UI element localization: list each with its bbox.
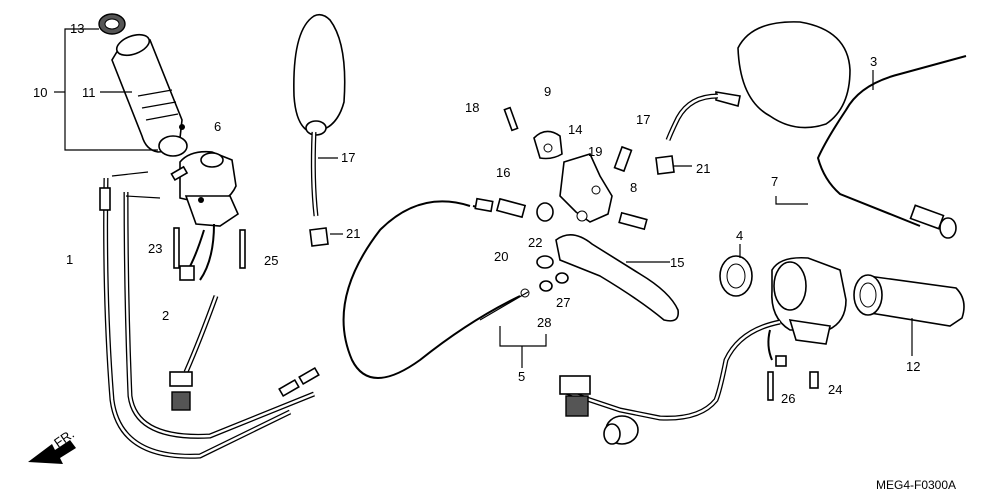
callout-20: 20 — [494, 249, 508, 264]
callout-6: 6 — [214, 119, 221, 134]
seal-4 — [719, 244, 753, 297]
left-mirror-stem-17 — [310, 131, 338, 217]
left-mirror-nut-21 — [309, 227, 343, 247]
callout-11: 11 — [82, 85, 96, 100]
callout-23: 23 — [148, 241, 162, 256]
callout-12: 12 — [906, 359, 920, 374]
left-grip-end-cap — [98, 13, 126, 35]
screw-26 — [767, 371, 774, 401]
screw-6 — [170, 165, 189, 182]
callout-15: 15 — [670, 255, 684, 270]
screw-24 — [809, 371, 819, 389]
callout-22: 22 — [528, 235, 542, 250]
callout-1: 1 — [66, 252, 73, 267]
left-grip — [111, 33, 188, 157]
callout-9: 9 — [544, 84, 551, 99]
callout-26: 26 — [781, 391, 795, 406]
callout-25: 25 — [264, 253, 278, 268]
callout-10: 10 — [33, 85, 47, 100]
diagram-code: MEG4-F0300A — [876, 478, 956, 492]
washer-20 — [536, 255, 554, 269]
callout-28: 28 — [537, 315, 551, 330]
screw-19 — [613, 145, 633, 173]
callout-19: 19 — [588, 144, 602, 159]
callout-14: 14 — [568, 122, 582, 137]
screw-23 — [173, 227, 180, 269]
callout-21-right: 21 — [696, 161, 710, 176]
right-mirror-stem-17 — [665, 93, 719, 141]
adjuster-16 — [495, 197, 527, 219]
callout-17-right: 17 — [636, 112, 650, 127]
callout-27: 27 — [556, 295, 570, 310]
left-mirror — [293, 13, 346, 136]
nut-27 — [539, 272, 569, 292]
front-direction-arrow — [28, 440, 76, 464]
callout-13: 13 — [70, 21, 84, 36]
clutch-lever-15 — [555, 234, 680, 322]
switch-8 — [618, 211, 648, 231]
leader-lines-5-28 — [499, 326, 547, 368]
callout-4: 4 — [736, 228, 743, 243]
callout-21-left: 21 — [346, 226, 360, 241]
right-switch-wire — [559, 319, 787, 445]
callout-18: 18 — [465, 100, 479, 115]
leader-line-7 — [775, 196, 808, 205]
right-mirror — [715, 21, 851, 129]
screw-25 — [239, 229, 246, 269]
clutch-holder-9 — [533, 130, 563, 160]
choke-cable-3 — [816, 55, 967, 239]
lever-bracket-14 — [559, 153, 613, 223]
left-switch-housing — [179, 150, 240, 281]
throttle-cable-1 — [99, 177, 292, 459]
callout-17-left: 17 — [341, 150, 355, 165]
clutch-cable — [342, 197, 530, 379]
leader-lines-10-11-13 — [54, 28, 158, 151]
callout-3: 3 — [870, 54, 877, 69]
bolt-18 — [503, 106, 519, 132]
right-switch-housing — [771, 256, 847, 345]
right-grip-12 — [853, 274, 965, 356]
callout-2: 2 — [162, 308, 169, 323]
callout-5: 5 — [518, 369, 525, 384]
throttle-cable-2 — [111, 171, 320, 439]
callout-7: 7 — [771, 174, 778, 189]
callout-16: 16 — [496, 165, 510, 180]
right-mirror-nut-21 — [655, 155, 692, 175]
callout-8: 8 — [630, 180, 637, 195]
nut-22 — [536, 202, 554, 222]
left-switch-wire — [169, 295, 219, 411]
callout-24: 24 — [828, 382, 842, 397]
